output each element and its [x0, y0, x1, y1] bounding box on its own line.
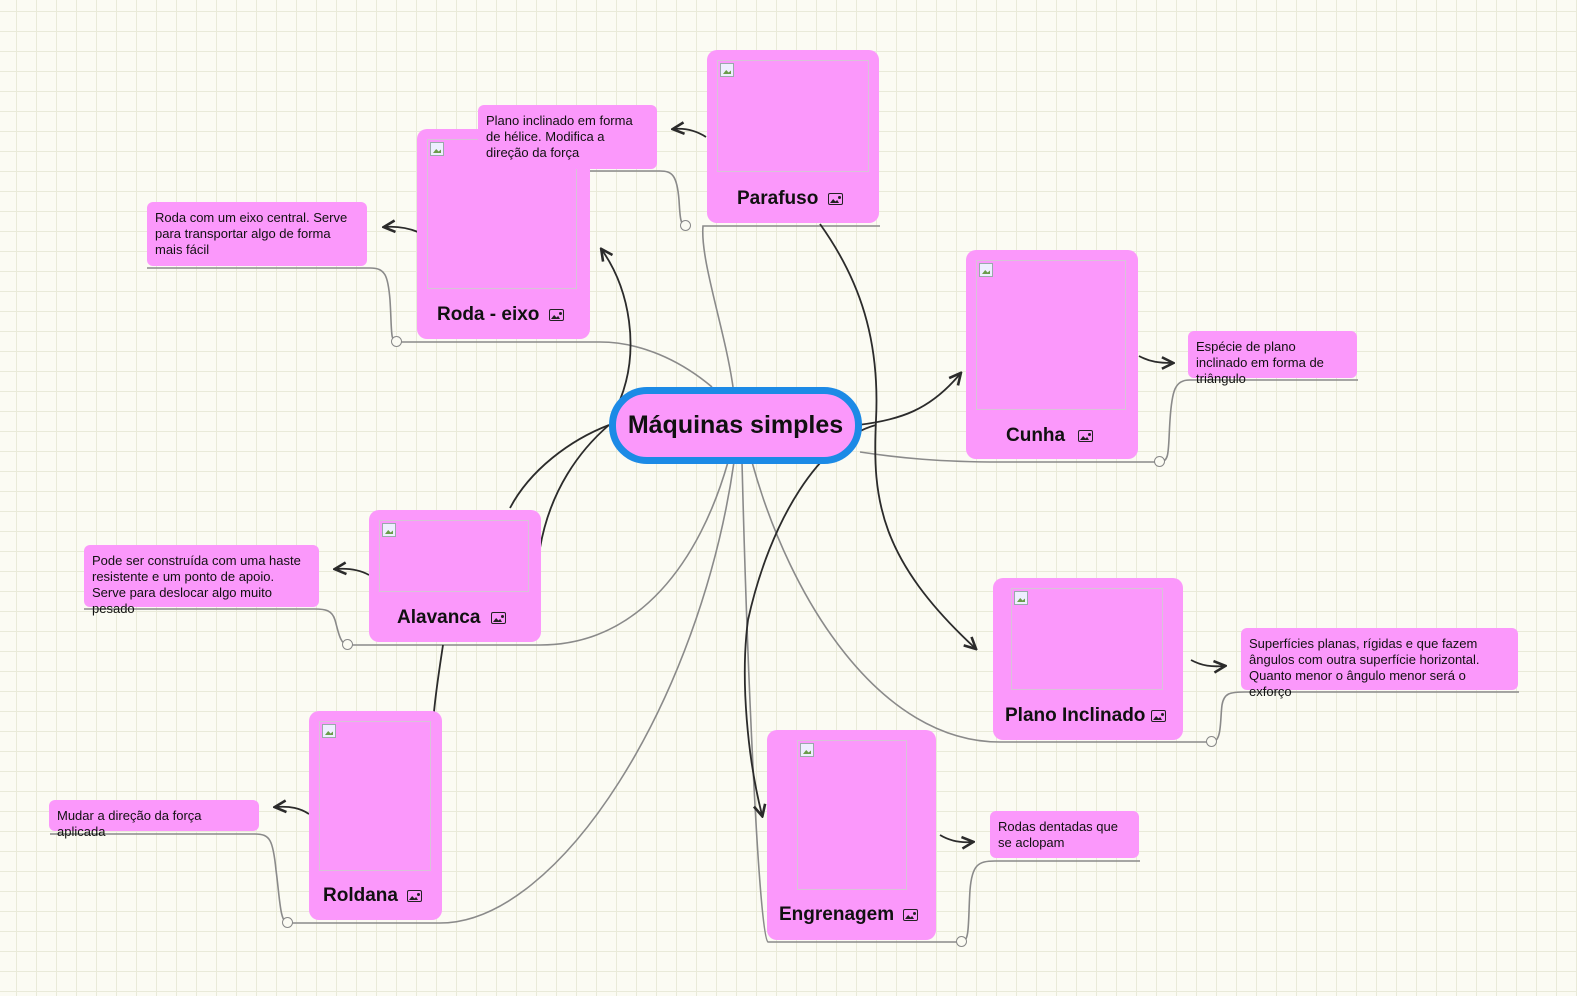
- node-title: Cunha: [1006, 425, 1066, 446]
- note-arrow-plano: [1190, 659, 1224, 666]
- node-alavanca[interactable]: Alavanca: [369, 510, 541, 642]
- broken-image-icon: [720, 63, 734, 77]
- image-placeholder: [797, 740, 907, 890]
- connector-plano: [751, 461, 1212, 743]
- note-parafuso[interactable]: Plano inclinado em forma de hélice. Modi…: [478, 105, 657, 169]
- image-placeholder: [379, 520, 529, 592]
- connector-parafuso: [701, 225, 880, 388]
- arrow-roda-eixo: [602, 250, 632, 401]
- collapse-knob[interactable]: [956, 936, 967, 947]
- node-title: Plano Inclinado: [1005, 705, 1146, 726]
- image-icon[interactable]: [1151, 710, 1166, 722]
- arrow-alavanca: [509, 424, 610, 509]
- image-icon[interactable]: [1078, 430, 1093, 442]
- arrow-roldana: [433, 644, 444, 713]
- note-arrow-parafuso: [674, 129, 707, 138]
- broken-image-icon: [382, 523, 396, 537]
- image-icon[interactable]: [549, 309, 564, 321]
- image-icon[interactable]: [903, 909, 918, 921]
- node-title: Roldana: [323, 885, 398, 906]
- broken-image-icon: [1014, 591, 1028, 605]
- image-icon[interactable]: [407, 890, 422, 902]
- central-topic[interactable]: Máquinas simples: [609, 387, 862, 464]
- node-roldana[interactable]: Roldana: [309, 711, 442, 920]
- central-topic-label: Máquinas simples: [627, 411, 844, 439]
- broken-image-icon: [322, 724, 336, 738]
- image-icon[interactable]: [828, 193, 843, 205]
- connector-alavanca: [348, 461, 729, 646]
- broken-image-icon: [800, 743, 814, 757]
- note-roldana[interactable]: Mudar a direção da força aplicada: [49, 800, 259, 839]
- collapse-knob[interactable]: [342, 639, 353, 650]
- image-placeholder: [319, 721, 431, 871]
- note-arrow-alavanca: [336, 569, 370, 576]
- note-roda-eixo[interactable]: Roda com um eixo central. Serve para tra…: [147, 202, 367, 266]
- collapse-knob[interactable]: [391, 336, 402, 347]
- image-icon[interactable]: [491, 612, 506, 624]
- arrow-cunha: [857, 374, 960, 426]
- note-arrow-roda: [385, 227, 419, 232]
- note-arrow-engrenagem: [939, 834, 972, 842]
- node-engrenagem[interactable]: Engrenagem: [767, 730, 936, 940]
- node-title: Engrenagem: [779, 904, 895, 925]
- note-cunha[interactable]: Espécie de plano inclinado em forma de t…: [1188, 331, 1357, 386]
- collapse-knob[interactable]: [1154, 456, 1165, 467]
- connector-roldana: [288, 461, 735, 924]
- collapse-knob[interactable]: [1206, 736, 1217, 747]
- image-placeholder: [717, 60, 869, 172]
- note-alavanca[interactable]: Pode ser construída com uma haste resist…: [84, 545, 319, 616]
- node-cunha[interactable]: Cunha: [966, 250, 1138, 459]
- note-engrenagem[interactable]: Rodas dentadas que se aclopam: [990, 811, 1139, 858]
- node-title: Roda - eixo: [437, 304, 540, 325]
- collapse-knob[interactable]: [680, 220, 691, 231]
- arrow-parafuso: [819, 223, 975, 648]
- node-title: Parafuso: [737, 188, 819, 209]
- node-plano-inclinado[interactable]: Plano Inclinado: [993, 578, 1183, 740]
- note-arrow-cunha: [1138, 355, 1172, 363]
- node-title: Alavanca: [397, 607, 481, 628]
- node-parafuso[interactable]: Parafuso: [707, 50, 879, 223]
- image-placeholder: [976, 260, 1126, 410]
- broken-image-icon: [430, 142, 444, 156]
- note-arrow-roldana: [276, 807, 310, 815]
- image-placeholder: [1011, 588, 1163, 690]
- broken-image-icon: [979, 263, 993, 277]
- note-plano-inclinado[interactable]: Superfícies planas, rígidas e que fazem …: [1241, 628, 1518, 699]
- connector-roda-eixo: [397, 341, 713, 388]
- connector-engrenagem: [741, 461, 962, 943]
- collapse-knob[interactable]: [282, 917, 293, 928]
